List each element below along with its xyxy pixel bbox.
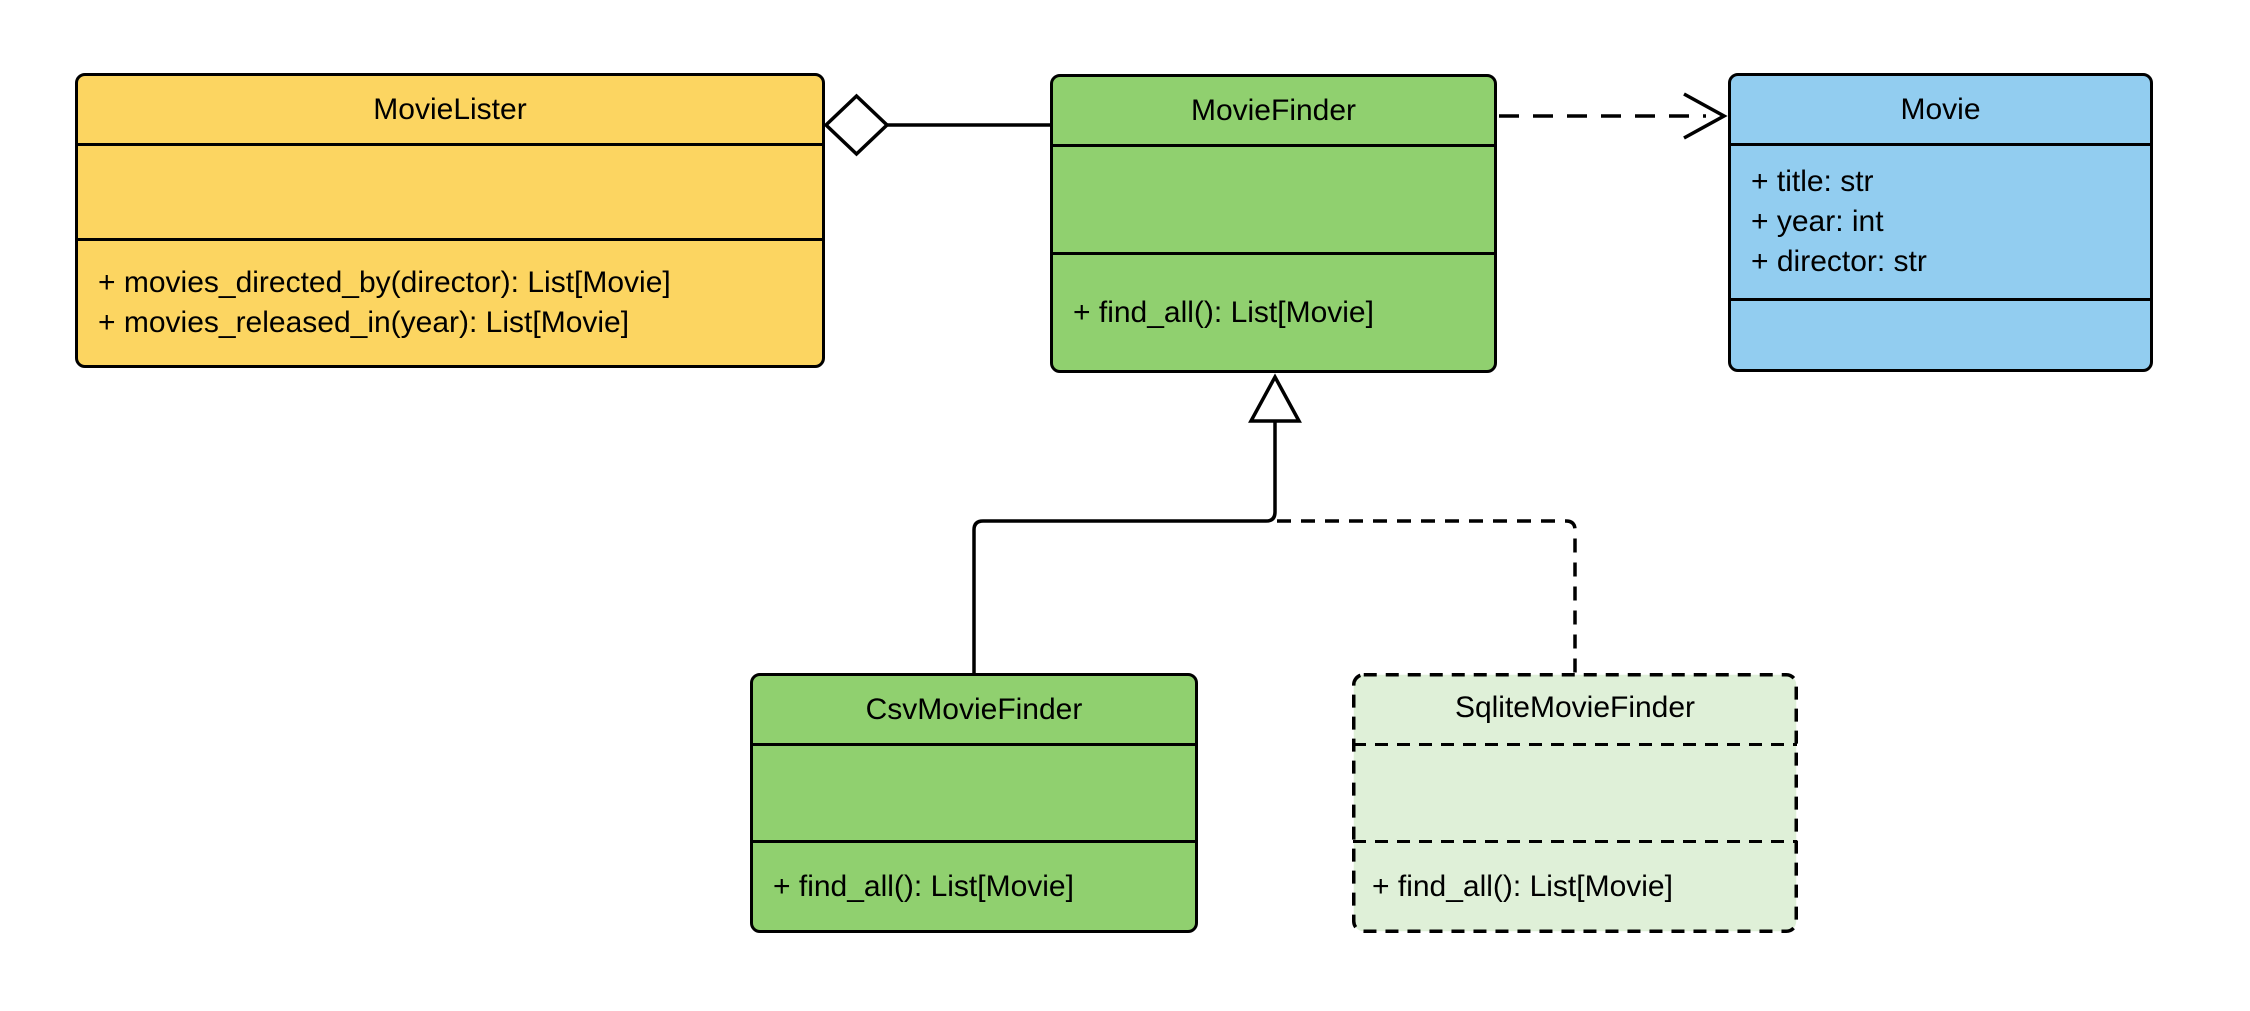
attributes-compartment	[78, 146, 822, 241]
attribute: + year: int	[1751, 205, 1884, 238]
method: + movies_released_in(year): List[Movie]	[98, 306, 630, 339]
class-name: Movie	[1731, 76, 2150, 146]
methods-compartment: + find_all(): List[Movie]	[1053, 255, 1494, 370]
method: + find_all(): List[Movie]	[1073, 295, 1374, 329]
attributes-compartment	[753, 746, 1195, 843]
attribute: + director: str	[1751, 245, 1927, 278]
class-name: MovieFinder	[1053, 77, 1494, 147]
class-movie: Movie + title: str + year: int + directo…	[1728, 73, 2153, 372]
method: + find_all(): List[Movie]	[1372, 869, 1673, 903]
class-sqlitemoviefinder: SqliteMovieFinder + find_all(): List[Mov…	[1352, 673, 1798, 933]
method: + movies_directed_by(director): List[Mov…	[98, 266, 671, 299]
sqlite-box-outline	[1352, 673, 1798, 933]
methods-compartment	[1731, 301, 2150, 369]
attributes-compartment	[1053, 147, 1494, 255]
method: + find_all(): List[Movie]	[773, 869, 1074, 903]
class-name: CsvMovieFinder	[753, 676, 1195, 746]
methods-compartment: + find_all(): List[Movie]	[1352, 840, 1798, 933]
class-moviefinder: MovieFinder + find_all(): List[Movie]	[1050, 74, 1497, 373]
attribute: + title: str	[1751, 165, 1874, 198]
class-csvmoviefinder: CsvMovieFinder + find_all(): List[Movie]	[750, 673, 1198, 933]
inheritance-triangle-icon	[1248, 373, 1302, 423]
attributes-compartment: + title: str + year: int + director: str	[1731, 146, 2150, 301]
dependency-open-arrowhead-icon	[1683, 92, 1728, 140]
class-movielister: MovieLister + movies_directed_by(directo…	[75, 73, 825, 368]
aggregation-diamond-icon	[823, 93, 890, 157]
class-name: SqliteMovieFinder	[1454, 691, 1696, 724]
attributes-compartment	[1352, 743, 1798, 840]
inheritance-edge-dashed	[1277, 519, 1577, 676]
methods-compartment: + movies_directed_by(director): List[Mov…	[78, 241, 822, 365]
inheritance-edge-solid	[972, 421, 1277, 675]
class-name: MovieLister	[78, 76, 822, 146]
methods-compartment: + find_all(): List[Movie]	[753, 843, 1195, 930]
